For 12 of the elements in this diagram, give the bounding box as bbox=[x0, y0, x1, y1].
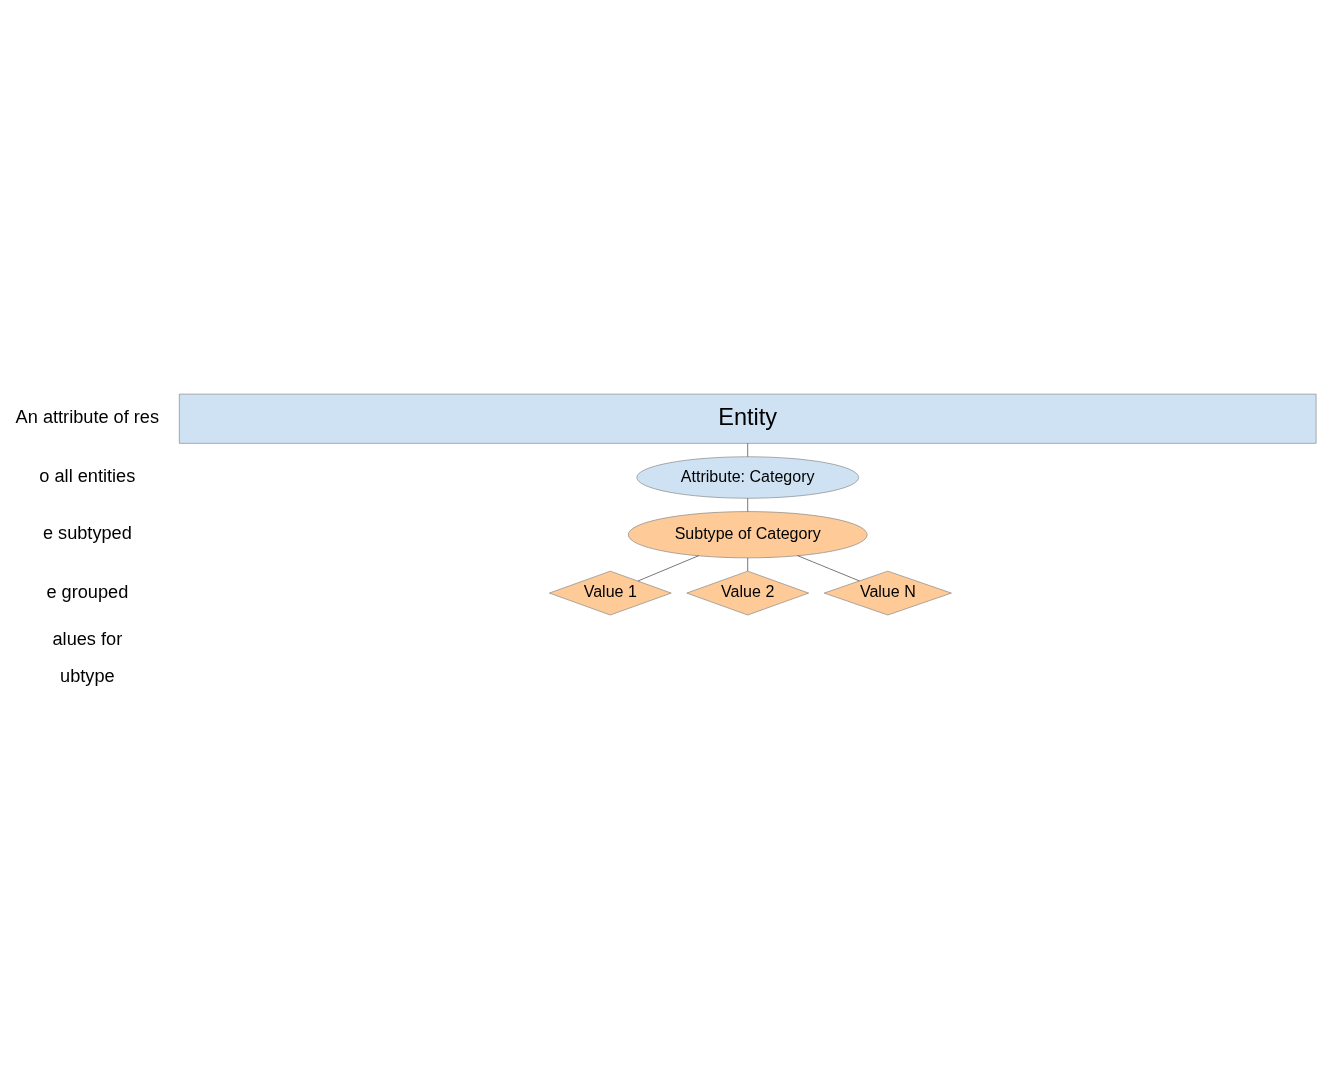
node-diamond: Value 2 bbox=[686, 570, 809, 615]
label: e subtyped bbox=[42, 522, 132, 543]
node-ellipse: Attribute: Category bbox=[636, 455, 859, 499]
node-diamond: Value 1 bbox=[549, 570, 672, 615]
label: e grouped bbox=[46, 581, 129, 602]
label: o all entities bbox=[39, 465, 136, 486]
node-diamond: Value N bbox=[823, 570, 952, 615]
label: alues for bbox=[52, 628, 123, 649]
label: ubtype bbox=[60, 665, 115, 686]
label: An attribute of res bbox=[15, 406, 160, 427]
node-box: Entity bbox=[179, 393, 1317, 444]
node-ellipse: Subtype of Category bbox=[627, 510, 868, 558]
